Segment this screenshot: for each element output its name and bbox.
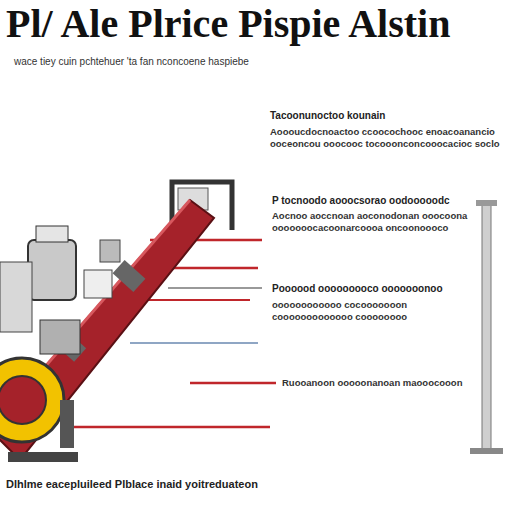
leader-line	[168, 287, 262, 289]
block-heading: Poooood ooooooooco ooooooonoo	[272, 283, 482, 296]
subtitle: wace tiey cuin pchtehuer 'ta fan nconcoe…	[14, 56, 249, 69]
leader-line	[130, 342, 258, 344]
block-heading: Tacoonunoctoo kounain	[270, 110, 502, 123]
block-heading: P tocnoodo aooocsorao oodooooodc	[272, 195, 502, 208]
fitting	[60, 400, 74, 448]
main-pipe	[0, 200, 214, 460]
pump-cap	[36, 226, 68, 242]
motor	[0, 262, 32, 332]
valve	[100, 240, 120, 262]
base-plate	[8, 452, 78, 462]
block-text: oooooooooooo cocooooooon cooooooooooooo …	[272, 299, 477, 323]
valve-wheel	[0, 358, 64, 442]
block-text: Aocnoo aoccnoan aoconodonan ooocoona ooo…	[272, 210, 502, 234]
pump-body	[40, 320, 80, 354]
support-pole	[482, 205, 491, 450]
block-text: Aoooucdocnoactoo ccoocochooc enoacoananc…	[270, 126, 502, 150]
block-text: Ruooanoon ooooonanoan maooocooon	[282, 377, 462, 389]
leader-line	[190, 382, 276, 385]
pole-base	[470, 448, 503, 454]
diagram-title: Pl/ Ale Plrice Pispie Alstin	[6, 4, 450, 44]
pipe-flange	[113, 260, 146, 292]
pipe-highlight	[0, 200, 190, 430]
leader-line	[60, 426, 270, 429]
pump-housing	[28, 240, 76, 300]
diagram-caption: Dlhlme eacepluileed Plblace inaid yoitre…	[6, 478, 258, 492]
wheel-hub	[0, 376, 46, 424]
gauge-box	[84, 270, 112, 298]
pole-cap	[476, 200, 497, 206]
